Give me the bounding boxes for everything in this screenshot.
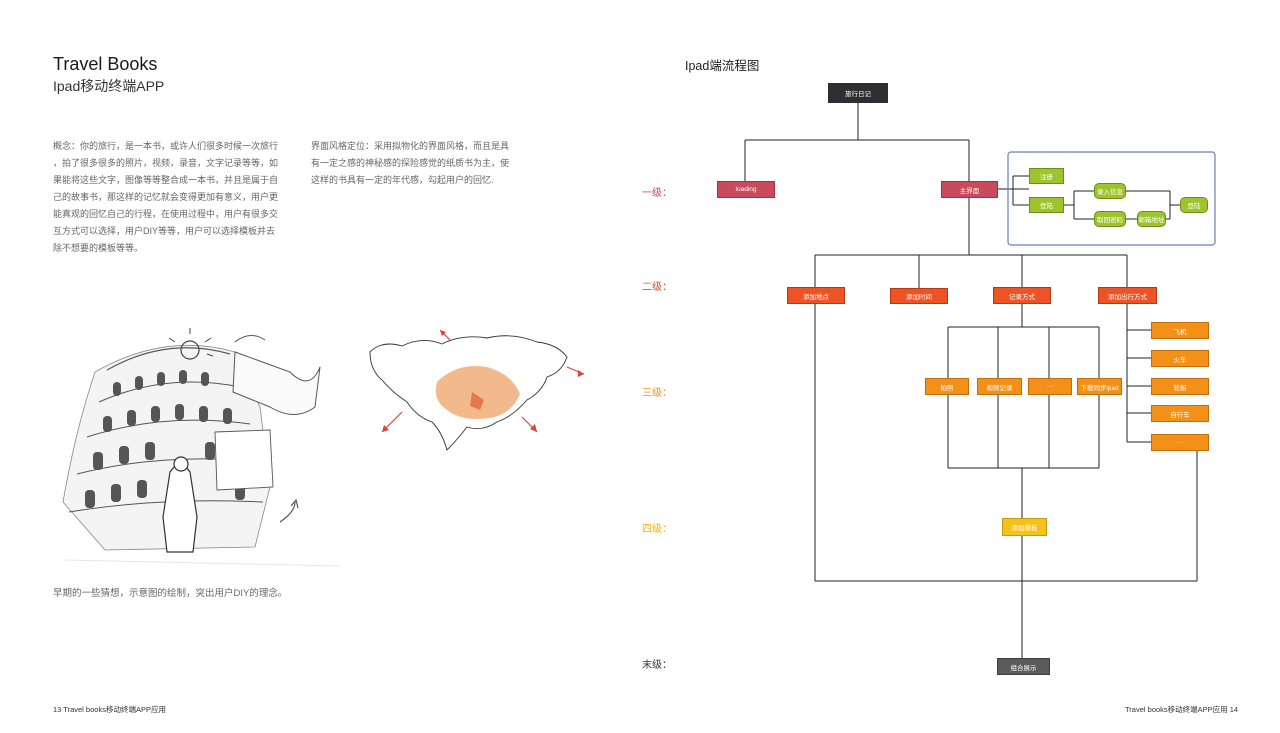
node-retrieve-password[interactable]: 取回密码: [1094, 211, 1126, 227]
node-video-record[interactable]: 视频记录: [977, 378, 1022, 395]
node-photo[interactable]: 拍照: [925, 378, 969, 395]
node-email-address[interactable]: 邮箱地址: [1137, 211, 1166, 227]
level-final-label: 末级：: [642, 660, 672, 671]
node-main-screen[interactable]: 主界面: [941, 181, 998, 198]
left-footer: 13 Travel books移动终端APP应用: [53, 705, 166, 714]
flowchart-title: Ipad端流程图: [685, 59, 760, 73]
node-loading[interactable]: loading: [717, 181, 775, 198]
right-footer: Travel books移动终端APP应用 14: [1125, 705, 1239, 714]
node-download-sync-ipad[interactable]: 下载同步ipad: [1077, 378, 1122, 395]
node-add-place[interactable]: 添加地点: [787, 287, 845, 304]
node-add-time[interactable]: 添加时间: [890, 288, 948, 304]
node-train[interactable]: 火车: [1151, 350, 1209, 367]
concept-paragraph: 概念：你的旅行，是一本书，或许人们很多时候一次旅行 ，拍了很多很多的照片，视频，…: [53, 141, 279, 253]
node-bicycle[interactable]: 自行车: [1151, 405, 1209, 422]
level-2-label: 二级：: [642, 282, 672, 293]
login-group-frame: [1007, 151, 1216, 246]
world-map-sketch-illustration: [362, 322, 592, 457]
node-combined-display[interactable]: 组合展示: [997, 658, 1050, 675]
node-record-method[interactable]: 记录方式: [993, 287, 1051, 304]
node-register[interactable]: 注册: [1029, 168, 1064, 184]
style-paragraph: 界面风格定位：采用拟物化的界面风格，而且是具 有一定之感的神秘感的探险感觉的纸质…: [311, 141, 510, 185]
node-add-template[interactable]: 添加模板: [1002, 518, 1047, 536]
page-subtitle: Ipad移动终端APP: [53, 78, 165, 94]
node-login[interactable]: 登陆: [1029, 197, 1064, 213]
page-title: Travel Books: [53, 54, 158, 74]
level-3-label: 三级：: [642, 388, 672, 399]
node-ship[interactable]: 轮船: [1151, 378, 1209, 395]
node-input-info[interactable]: 录入信息: [1094, 183, 1126, 199]
level-1-label: 一级：: [642, 188, 672, 199]
node-travel-ellipsis[interactable]: · · ·: [1151, 434, 1209, 451]
colosseum-sketch-illustration: [55, 312, 345, 577]
illustration-caption: 早期的一些猜想，示意图的绘制，突出用户DIY的理念。: [53, 588, 288, 599]
node-travel-diary[interactable]: 旅行日记: [828, 83, 888, 103]
node-add-travel-mode[interactable]: 添加出行方式: [1098, 287, 1157, 304]
node-login-final[interactable]: 登陆: [1180, 197, 1208, 213]
node-plane[interactable]: 飞机: [1151, 322, 1209, 339]
node-record-ellipsis[interactable]: ···: [1028, 378, 1072, 395]
level-4-label: 四级：: [642, 524, 672, 535]
